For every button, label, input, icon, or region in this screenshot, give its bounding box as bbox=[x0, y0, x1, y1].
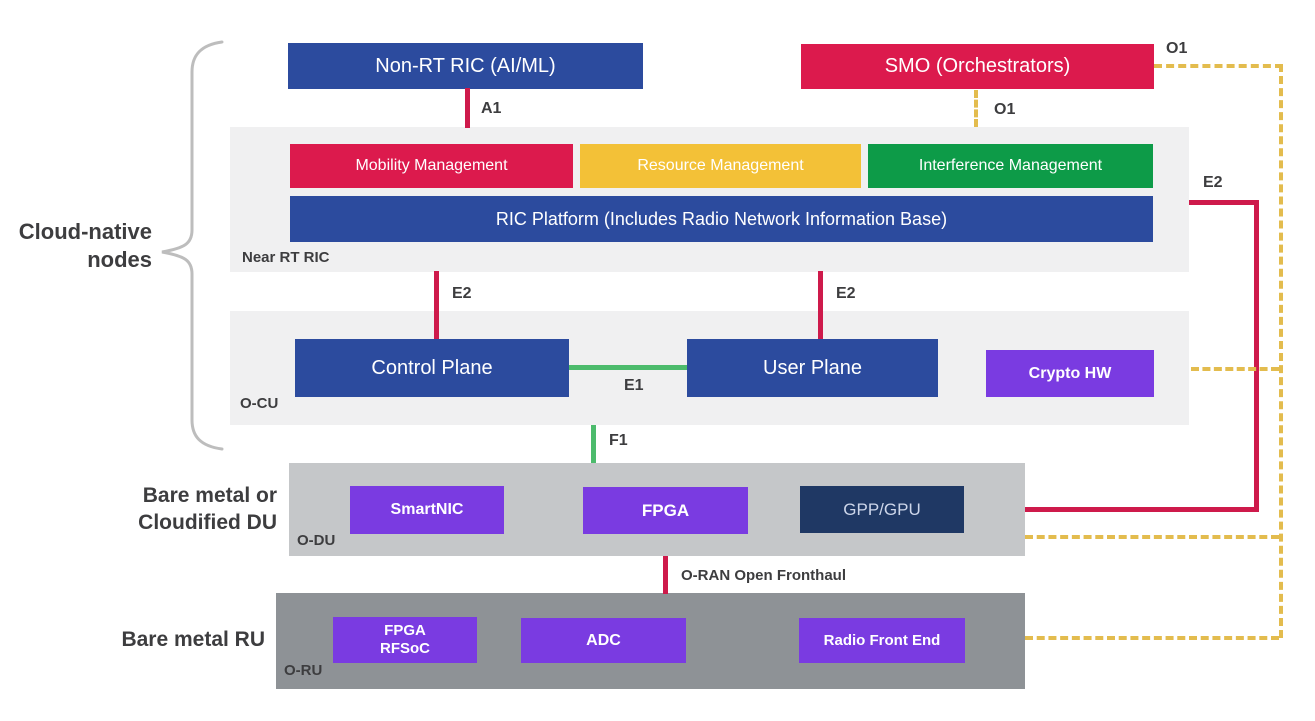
f1-connector bbox=[591, 425, 596, 463]
o1-branch-ocu bbox=[1191, 367, 1279, 371]
e2-right-connector-bottom bbox=[1025, 507, 1259, 512]
o1-right-vertical-connector bbox=[1279, 64, 1283, 638]
o1-branch-oru bbox=[1025, 636, 1279, 640]
ric-platform-box: RIC Platform (Includes Radio Network Inf… bbox=[290, 196, 1153, 242]
control-plane-box: Control Plane bbox=[295, 339, 569, 397]
o-cu-label: O-CU bbox=[240, 395, 279, 412]
smartnic-box: SmartNIC bbox=[350, 486, 504, 534]
curly-brace bbox=[161, 40, 224, 451]
e2-right-connector-vertical bbox=[1254, 200, 1259, 512]
adc-box: ADC bbox=[521, 618, 686, 663]
gpp-gpu-box: GPP/GPU bbox=[800, 486, 964, 533]
fronthaul-connector bbox=[663, 556, 668, 594]
e2-mid-label: E2 bbox=[836, 285, 856, 302]
smo-box: SMO (Orchestrators) bbox=[801, 44, 1154, 89]
o1-top-horizontal-connector bbox=[1154, 64, 1283, 68]
cloud-native-nodes-label: Cloud-native nodes bbox=[0, 218, 152, 274]
resource-management-box: Resource Management bbox=[580, 144, 861, 188]
interference-management-box: Interference Management bbox=[868, 144, 1153, 188]
o-ru-label: O-RU bbox=[284, 662, 323, 679]
fpga-box: FPGA bbox=[583, 487, 748, 534]
f1-label: F1 bbox=[609, 432, 628, 449]
a1-connector bbox=[465, 88, 470, 128]
o1-top-label: O1 bbox=[1166, 40, 1188, 57]
bare-metal-ru-label: Bare metal RU bbox=[121, 628, 265, 651]
crypto-hw-box: Crypto HW bbox=[986, 350, 1154, 397]
fpga-rfsoc-box: FPGA RFSoC bbox=[333, 617, 477, 663]
fronthaul-label: O-RAN Open Fronthaul bbox=[681, 567, 846, 584]
user-plane-box: User Plane bbox=[687, 339, 938, 397]
e1-connector bbox=[569, 365, 687, 370]
du-label-line1: Bare metal or bbox=[142, 484, 277, 507]
bare-metal-du-label: Bare metal or Cloudified DU bbox=[100, 483, 277, 537]
o1-mid-label: O1 bbox=[994, 101, 1016, 118]
o1-branch-odu bbox=[1025, 535, 1279, 539]
e1-label: E1 bbox=[624, 377, 644, 394]
cloud-native-line2: nodes bbox=[87, 247, 152, 273]
o1-mid-connector bbox=[974, 90, 978, 127]
e2-mid-connector bbox=[818, 271, 823, 339]
o-du-label: O-DU bbox=[297, 532, 336, 549]
e2-left-label: E2 bbox=[452, 285, 472, 302]
e2-right-connector-top bbox=[1189, 200, 1259, 205]
non-rt-ric-box: Non-RT RIC (AI/ML) bbox=[288, 43, 643, 89]
du-label-line2: Cloudified DU bbox=[138, 510, 277, 534]
cloud-native-line1: Cloud-native bbox=[18, 219, 152, 244]
e2-left-connector bbox=[434, 271, 439, 339]
fpga-rfsoc-line2: RFSoC bbox=[380, 640, 430, 657]
mobility-management-box: Mobility Management bbox=[290, 144, 573, 188]
near-rt-ric-label: Near RT RIC bbox=[242, 249, 330, 266]
a1-label: A1 bbox=[481, 100, 502, 117]
e2-right-label: E2 bbox=[1203, 174, 1223, 191]
radio-front-end-box: Radio Front End bbox=[799, 618, 965, 663]
fpga-rfsoc-line1: FPGA bbox=[384, 622, 426, 639]
